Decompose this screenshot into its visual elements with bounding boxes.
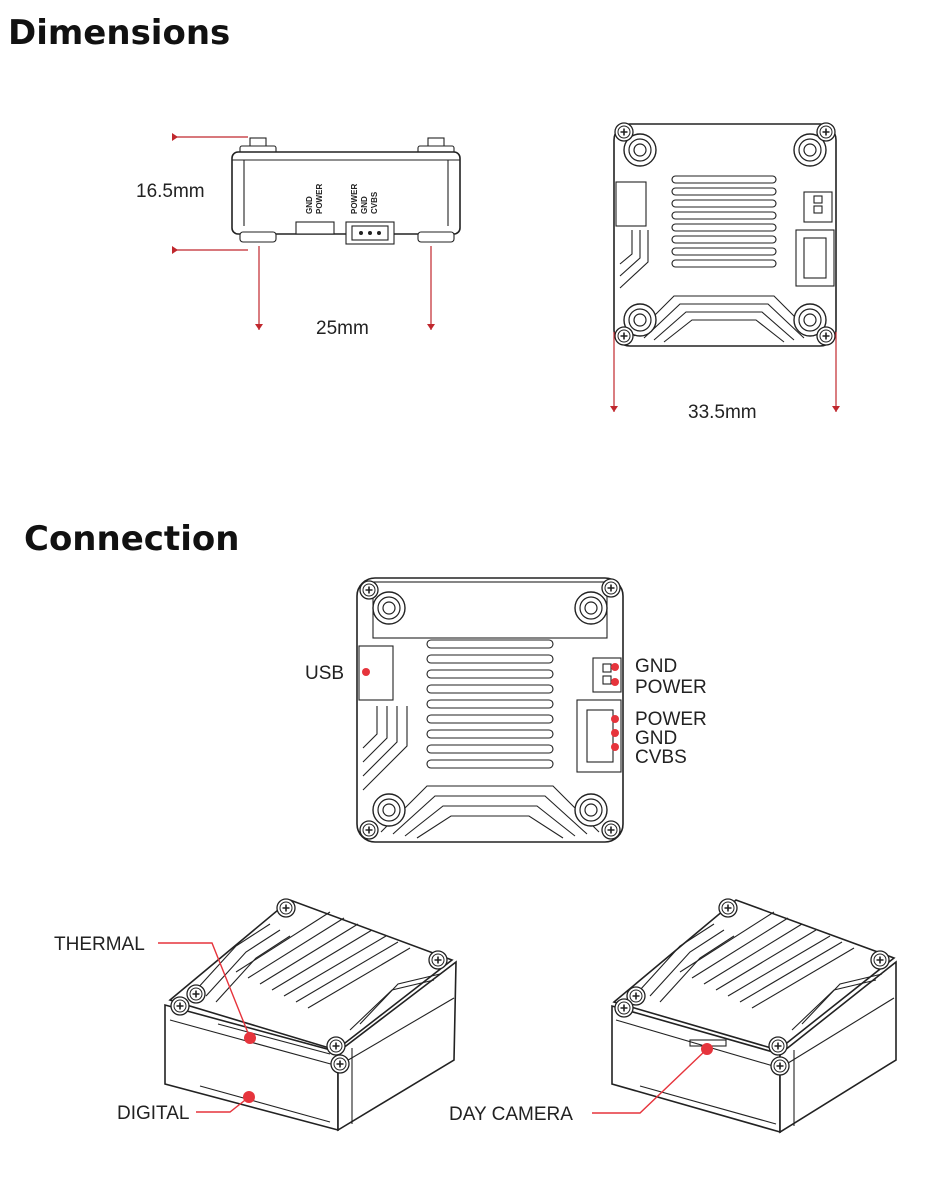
connection-heading: Connection bbox=[24, 519, 240, 559]
thermal-marker bbox=[244, 1032, 256, 1044]
height-dimension: 16.5mm bbox=[136, 133, 248, 254]
digital-label: DIGITAL bbox=[117, 1103, 190, 1124]
top-width-dimension: 33.5mm bbox=[610, 332, 840, 423]
power-marker-1 bbox=[611, 678, 619, 686]
side-view-pin-labels: GND POWER POWER GND CVBS bbox=[305, 184, 379, 214]
connection-device bbox=[356, 577, 624, 843]
dimensions-heading: Dimensions bbox=[8, 13, 231, 53]
pin-gnd-a: GND bbox=[305, 196, 314, 214]
digital-marker bbox=[243, 1091, 255, 1103]
pin-label-power-1: POWER bbox=[635, 677, 707, 698]
iso-device-left bbox=[164, 898, 457, 1132]
side-view-device bbox=[231, 137, 461, 245]
iso-right-callouts: DAY CAMERA bbox=[449, 1043, 713, 1125]
thermal-label: THERMAL bbox=[54, 934, 145, 955]
side-width-label: 25mm bbox=[316, 318, 369, 339]
top-view-fins bbox=[671, 175, 777, 268]
connection-fins bbox=[426, 639, 554, 769]
iso-device-right bbox=[611, 898, 897, 1134]
height-label: 16.5mm bbox=[136, 181, 205, 202]
usb-marker bbox=[362, 668, 370, 676]
side-width-dimension: 25mm bbox=[255, 246, 435, 339]
pin-cvbs-b: CVBS bbox=[370, 191, 379, 214]
pin-label-power-2: POWER bbox=[635, 709, 707, 730]
pin-label-cvbs: CVBS bbox=[635, 747, 687, 768]
top-width-label: 33.5mm bbox=[688, 402, 757, 423]
pin-label-gnd-2: GND bbox=[635, 728, 677, 749]
connection-callouts: USB GND POWER POWER GND CVBS bbox=[305, 656, 707, 768]
pin-power-b: POWER bbox=[350, 184, 359, 214]
power-marker-2 bbox=[611, 715, 619, 723]
day-camera-label: DAY CAMERA bbox=[449, 1104, 573, 1125]
cvbs-marker bbox=[611, 743, 619, 751]
gnd-marker-2 bbox=[611, 729, 619, 737]
pin-gnd-b: GND bbox=[360, 196, 369, 214]
usb-label: USB bbox=[305, 663, 344, 684]
iso-left-callouts: THERMAL DIGITAL bbox=[54, 934, 256, 1124]
pin-label-gnd-1: GND bbox=[635, 656, 677, 677]
day-camera-marker bbox=[701, 1043, 713, 1055]
pin-power-a: POWER bbox=[315, 184, 324, 214]
gnd-marker-1 bbox=[611, 663, 619, 671]
top-view-device bbox=[613, 122, 837, 347]
